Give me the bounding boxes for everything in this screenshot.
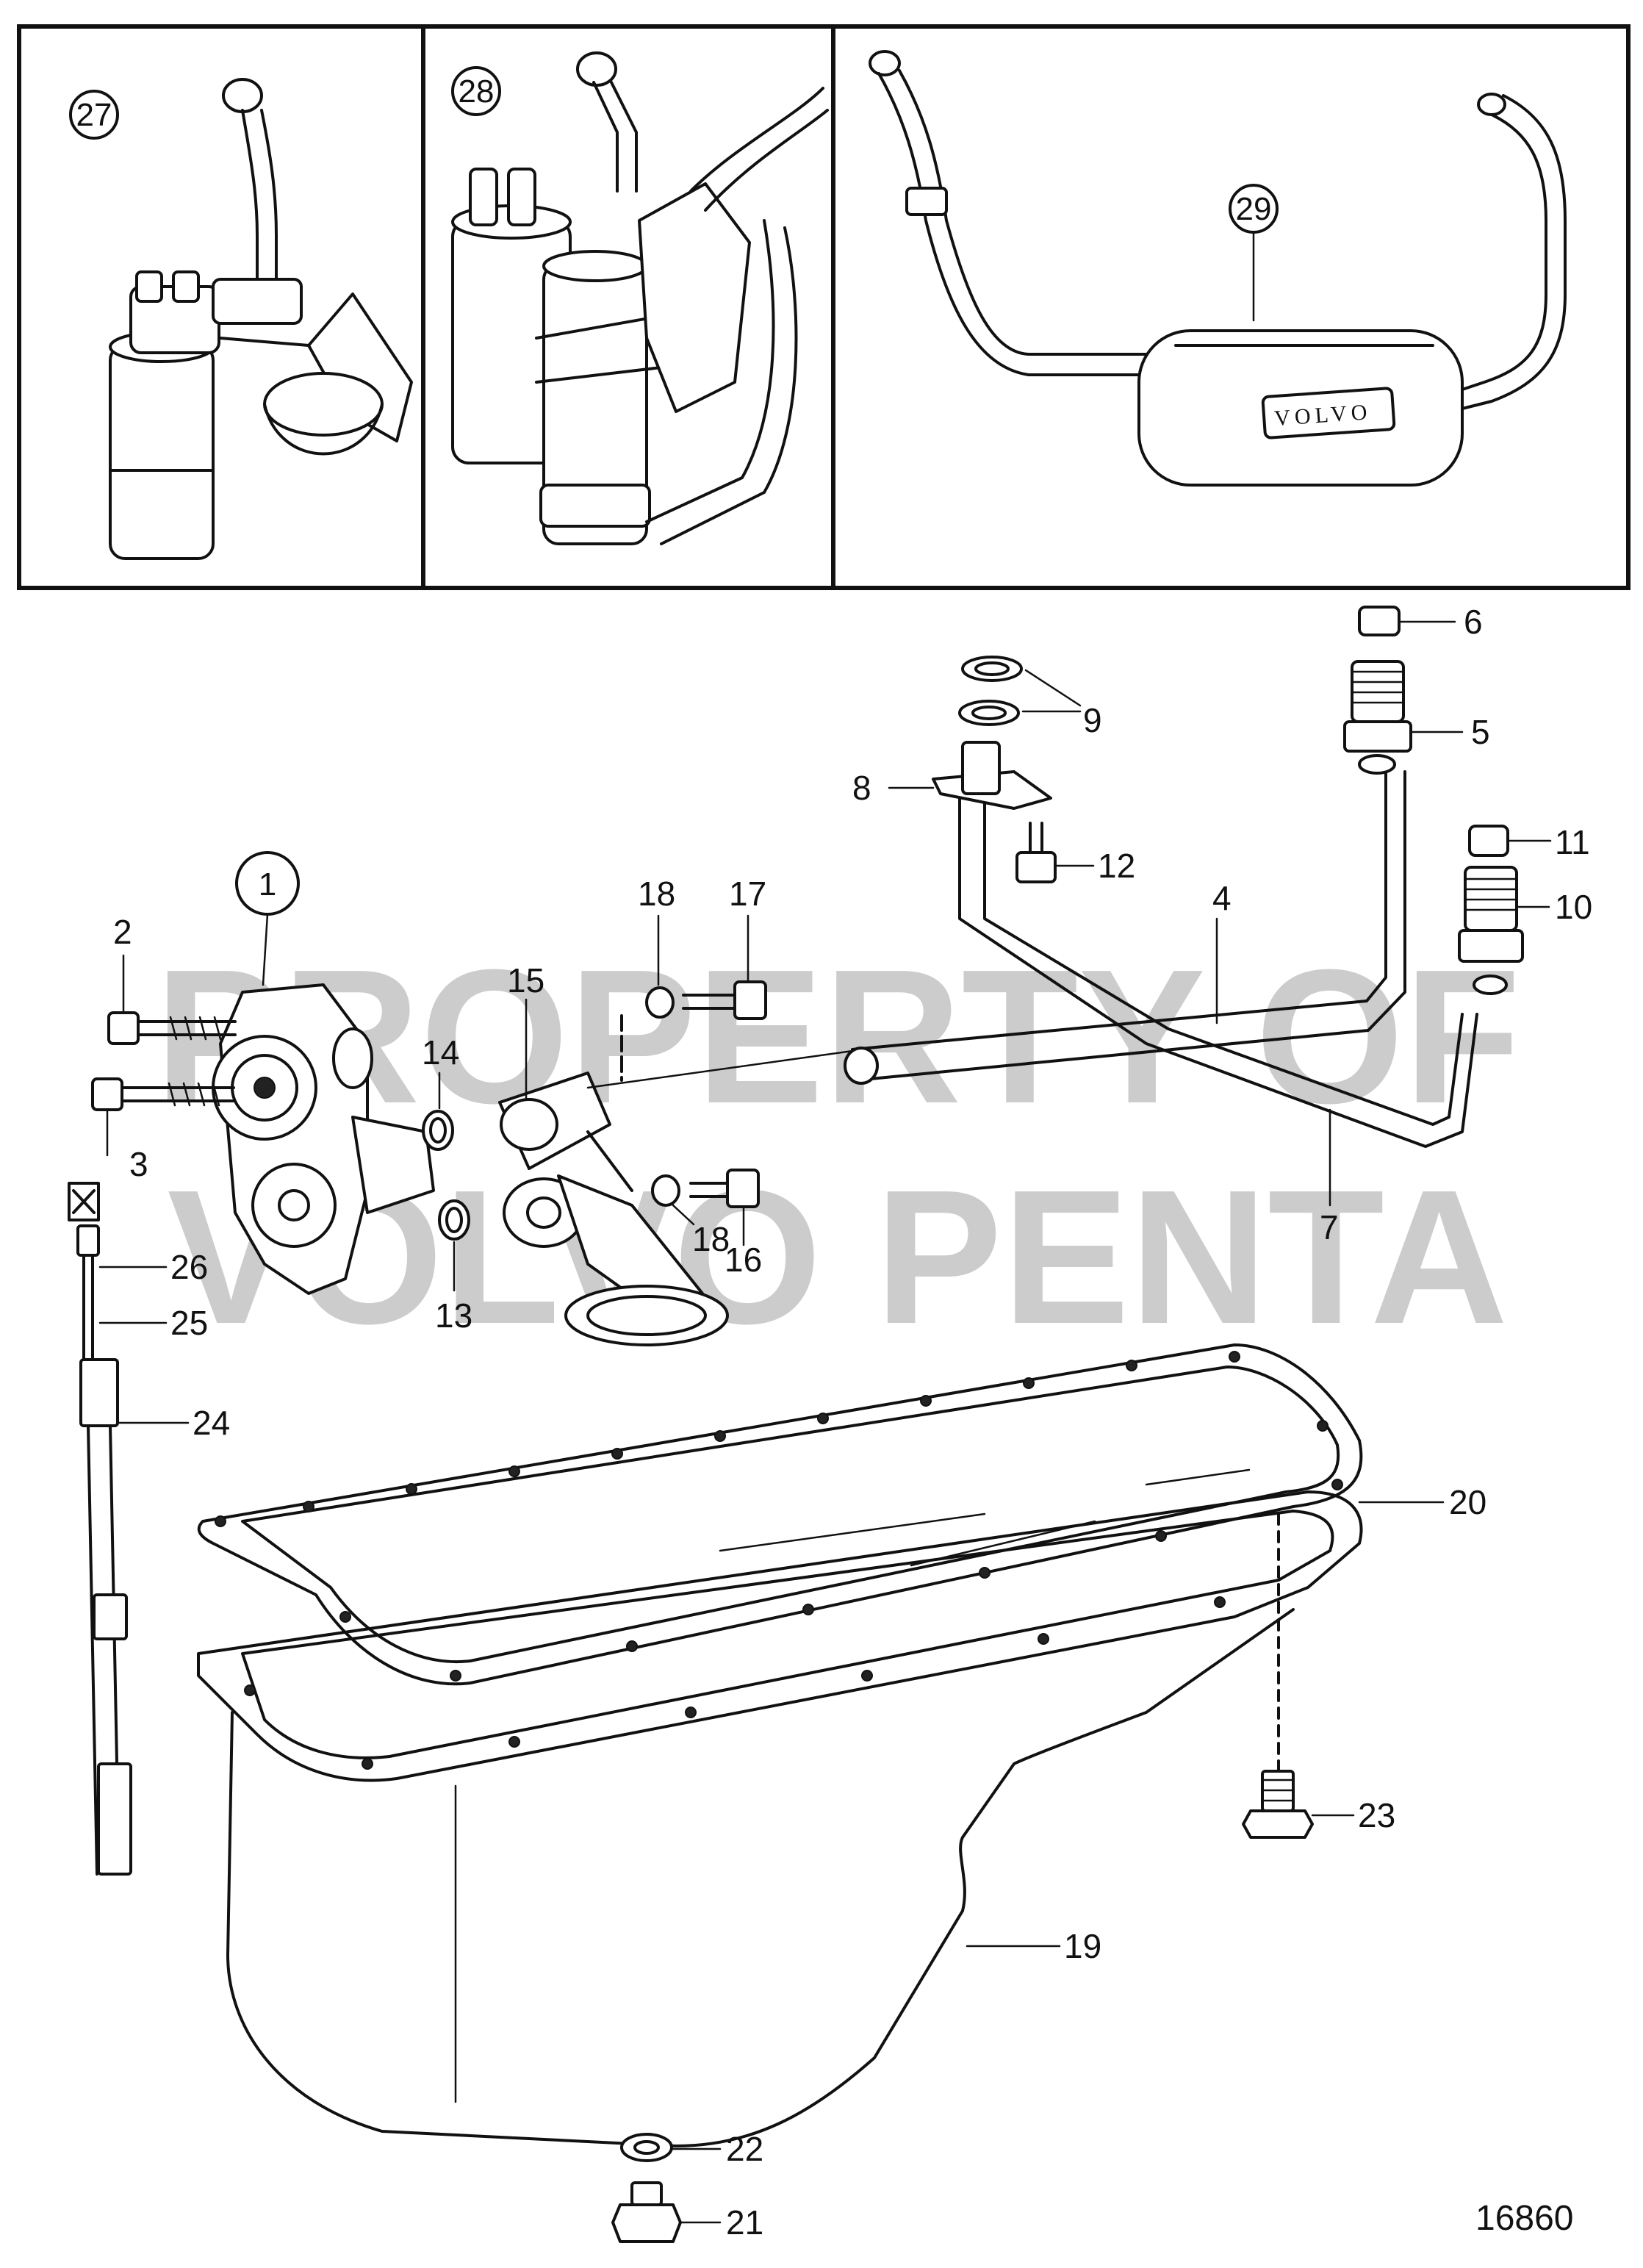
bolt-12 bbox=[1015, 822, 1095, 883]
label-13: 13 bbox=[435, 1296, 472, 1335]
bolt-16 bbox=[689, 1169, 760, 1246]
label-10: 10 bbox=[1555, 888, 1592, 926]
oil-pipe-7 bbox=[958, 792, 1478, 1207]
label-20: 20 bbox=[1449, 1483, 1486, 1521]
o-ring-14 bbox=[422, 1072, 454, 1151]
seal-6 bbox=[1358, 606, 1456, 636]
label-23: 23 bbox=[1358, 1796, 1395, 1834]
property-watermark: PROPERTY OF VOLVO PENTA bbox=[155, 930, 1521, 1364]
pump-bolt-2 bbox=[107, 954, 237, 1045]
oil-pan-19 bbox=[197, 1468, 1363, 2147]
label-18-lower: 18 bbox=[692, 1220, 730, 1258]
oil-pipe-4 bbox=[586, 770, 1406, 1089]
drain-seal-22 bbox=[620, 2133, 722, 2162]
label-19: 19 bbox=[1064, 1927, 1101, 1965]
gasket-bolt-holes bbox=[215, 1351, 1343, 1770]
label-26: 26 bbox=[170, 1248, 208, 1286]
label-24: 24 bbox=[193, 1404, 230, 1442]
label-9: 9 bbox=[1083, 701, 1102, 739]
label-5: 5 bbox=[1471, 713, 1490, 751]
label-18-upper: 18 bbox=[638, 875, 675, 913]
inset-panels bbox=[17, 24, 1631, 590]
label-4: 4 bbox=[1212, 879, 1232, 917]
suction-strainer-15 bbox=[498, 998, 729, 1346]
main-callout-1: 1 bbox=[259, 866, 276, 902]
seal-11 bbox=[1468, 825, 1552, 857]
washer-18-upper bbox=[645, 914, 675, 1019]
dipstick-24 bbox=[68, 1182, 190, 1876]
label-6: 6 bbox=[1464, 603, 1483, 641]
oil-pump: 1 bbox=[212, 851, 435, 1295]
flange-8 bbox=[888, 741, 1052, 810]
inset-29-callout: 29 bbox=[1236, 191, 1272, 227]
oil-pan-gasket-20 bbox=[197, 1343, 1445, 1686]
inset-29-pipe-with-volvo-housing: 29 VOLVO bbox=[869, 50, 1567, 487]
bolt-17 bbox=[682, 914, 767, 1020]
fitting-10 bbox=[1458, 866, 1550, 995]
label-16: 16 bbox=[725, 1241, 762, 1279]
pump-bolt-3 bbox=[91, 1077, 235, 1157]
label-3: 3 bbox=[129, 1145, 148, 1183]
inset-28-filter-with-bracket: 28 bbox=[451, 51, 829, 545]
label-12: 12 bbox=[1098, 847, 1135, 885]
fitting-5 bbox=[1343, 660, 1464, 775]
washer-9-pair bbox=[958, 656, 1082, 726]
pan-bolt-23 bbox=[1242, 1770, 1355, 1839]
label-8: 8 bbox=[852, 769, 871, 807]
figure-number: 16860 bbox=[1475, 2199, 1573, 2238]
label-14: 14 bbox=[422, 1033, 459, 1072]
label-2: 2 bbox=[113, 913, 132, 951]
label-11: 11 bbox=[1555, 823, 1590, 861]
inset-27-callout: 27 bbox=[76, 97, 112, 133]
o-ring-13 bbox=[438, 1199, 470, 1292]
label-15: 15 bbox=[507, 961, 544, 1000]
inset-28-callout: 28 bbox=[459, 73, 495, 110]
label-25: 25 bbox=[170, 1304, 208, 1342]
label-22: 22 bbox=[726, 2130, 763, 2168]
washer-18-lower bbox=[651, 1174, 695, 1226]
label-17: 17 bbox=[729, 875, 766, 913]
part-labels: 2 3 4 5 6 7 8 9 10 11 12 13 14 15 16 17 … bbox=[113, 603, 1592, 2242]
drain-plug-21 bbox=[611, 2181, 722, 2243]
inset-27-oil-filter-assembly: 27 bbox=[69, 78, 413, 560]
label-21: 21 bbox=[726, 2203, 763, 2242]
label-7: 7 bbox=[1320, 1208, 1339, 1246]
